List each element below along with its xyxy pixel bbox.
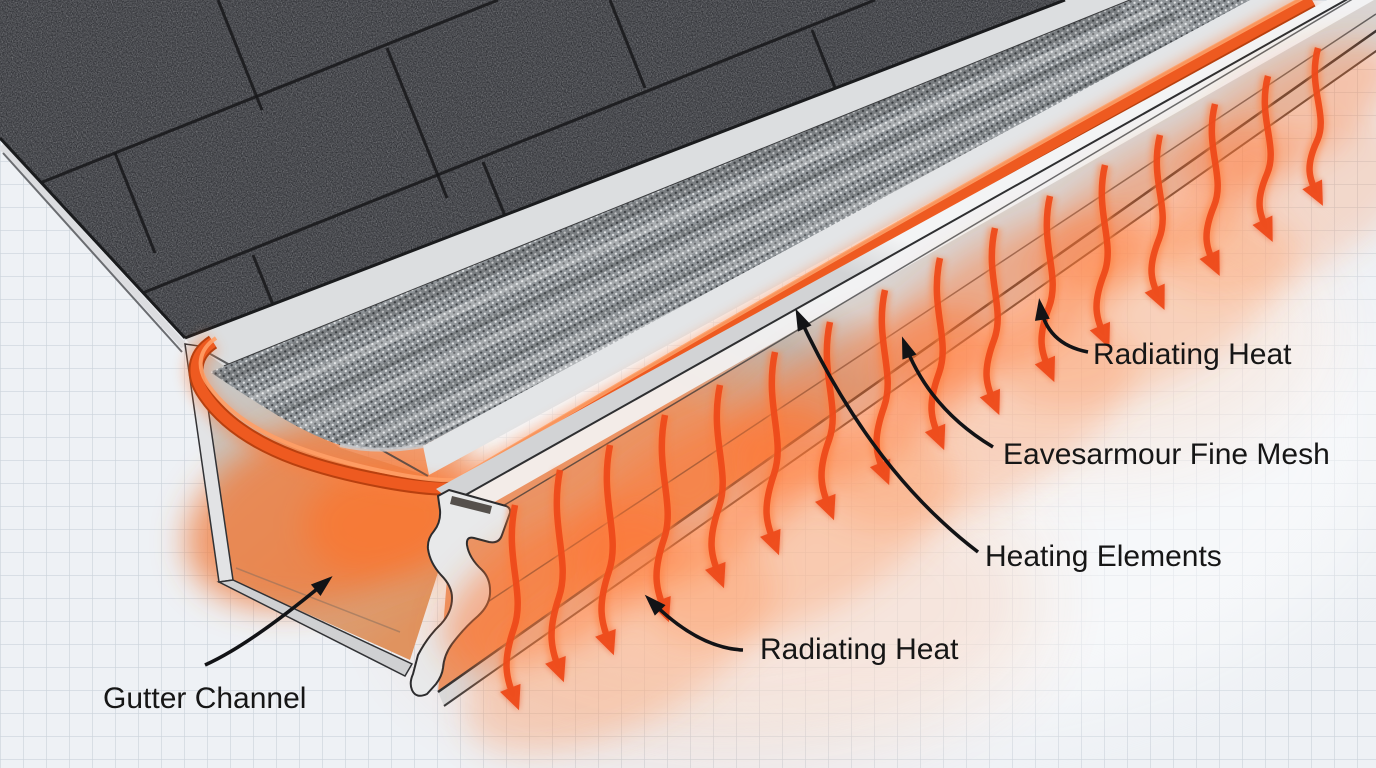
label-heating-elements: Heating Elements	[985, 540, 1222, 573]
label-eavesarmour-fine-mesh: Eavesarmour Fine Mesh	[1003, 438, 1330, 471]
label-radiating-heat-bottom: Radiating Heat	[760, 633, 959, 666]
annotations: Radiating Heat Eavesarmour Fine Mesh Hea…	[103, 298, 1330, 715]
leader-heating-elements	[795, 308, 980, 554]
floor-crease	[235, 567, 401, 633]
mesh-slot	[450, 496, 492, 514]
label-gutter-channel: Gutter Channel	[103, 682, 306, 715]
mesh-sag-edge	[339, 443, 424, 452]
leader-eavesarmour-fine-mesh	[901, 336, 994, 449]
front-lip-top	[436, 0, 1346, 502]
bottom-rim	[216, 579, 414, 677]
front-face-highlight	[453, 0, 1374, 520]
rake-fascia-edge	[0, 143, 187, 349]
rake-edge-line	[0, 136, 187, 340]
leader-radiating-heat-bottom	[644, 594, 744, 652]
roof-shingles	[0, 0, 1065, 353]
leader-radiating-heat-top	[1034, 298, 1089, 354]
rake-shadow-line	[2, 152, 183, 353]
gutter-channel-cutaway	[184, 343, 475, 677]
leader-gutter-channel	[204, 576, 333, 667]
radiating-heat-glow	[443, 41, 1376, 754]
label-radiating-heat-top: Radiating Heat	[1093, 338, 1292, 371]
shingle-seams	[0, 0, 876, 338]
